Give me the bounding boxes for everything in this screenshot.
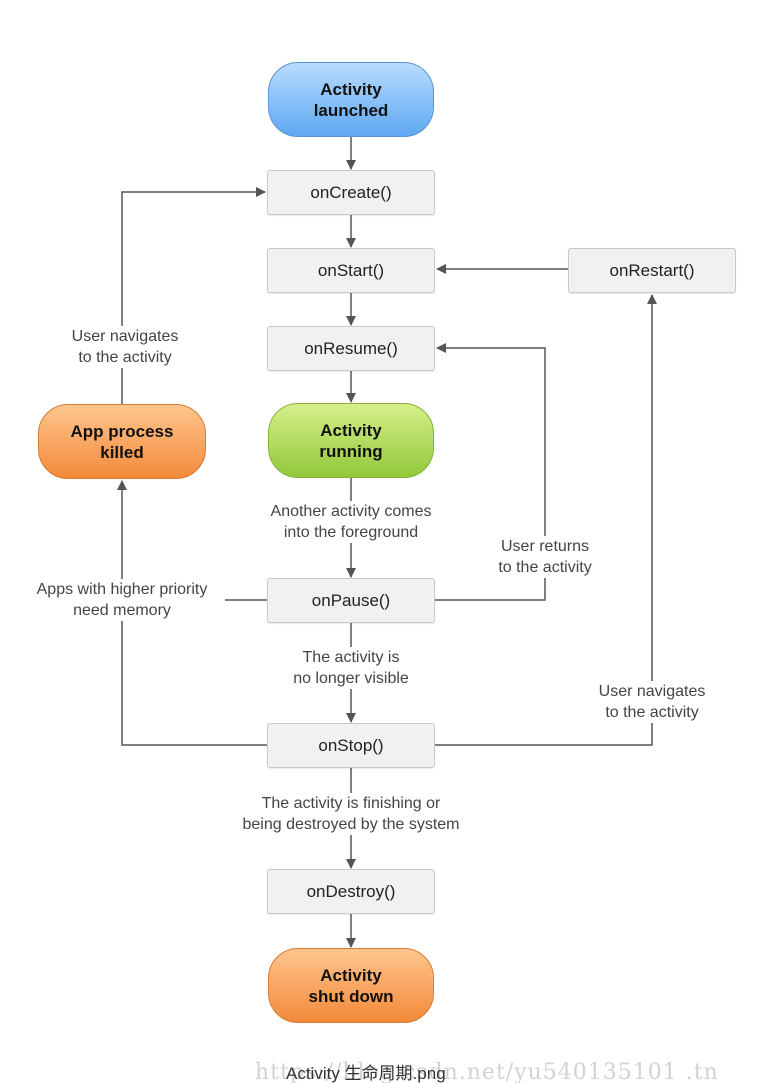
node-on-create: onCreate()	[267, 170, 435, 215]
node-on-resume: onResume()	[267, 326, 435, 371]
watermark: https://blog.csdn.net/yu540135101 .tn Ac…	[0, 1056, 775, 1083]
node-activity-launched: Activity launched	[268, 62, 434, 137]
label-user-returns: User returns to the activity	[490, 536, 600, 578]
node-on-pause: onPause()	[267, 578, 435, 623]
node-on-restart: onRestart()	[568, 248, 736, 293]
label-finishing: The activity is finishing or being destr…	[228, 793, 474, 835]
node-activity-running: Activity running	[268, 403, 434, 478]
image-caption: Activity 生命周期.png	[286, 1064, 446, 1083]
node-on-start: onStart()	[267, 248, 435, 293]
arrow-stop-to-killed	[117, 480, 267, 746]
label-no-longer-visible: The activity is no longer visible	[280, 647, 422, 689]
label-another-activity: Another activity comes into the foregrou…	[255, 501, 447, 543]
arrow-stop-to-restart	[435, 294, 657, 746]
node-app-process-killed: App process killed	[38, 404, 206, 479]
arrow-pause-to-resume	[435, 343, 546, 601]
node-on-destroy: onDestroy()	[267, 869, 435, 914]
arrow-killed-to-create	[121, 187, 266, 404]
node-on-stop: onStop()	[267, 723, 435, 768]
watermark-url: https://blog.csdn.net/yu540135101 .tn	[255, 1060, 719, 1083]
label-user-navigates-left: User navigates to the activity	[58, 326, 192, 368]
node-activity-shut-down: Activity shut down	[268, 948, 434, 1023]
label-higher-priority: Apps with higher priority need memory	[22, 579, 222, 621]
label-user-navigates-right: User navigates to the activity	[585, 681, 719, 723]
